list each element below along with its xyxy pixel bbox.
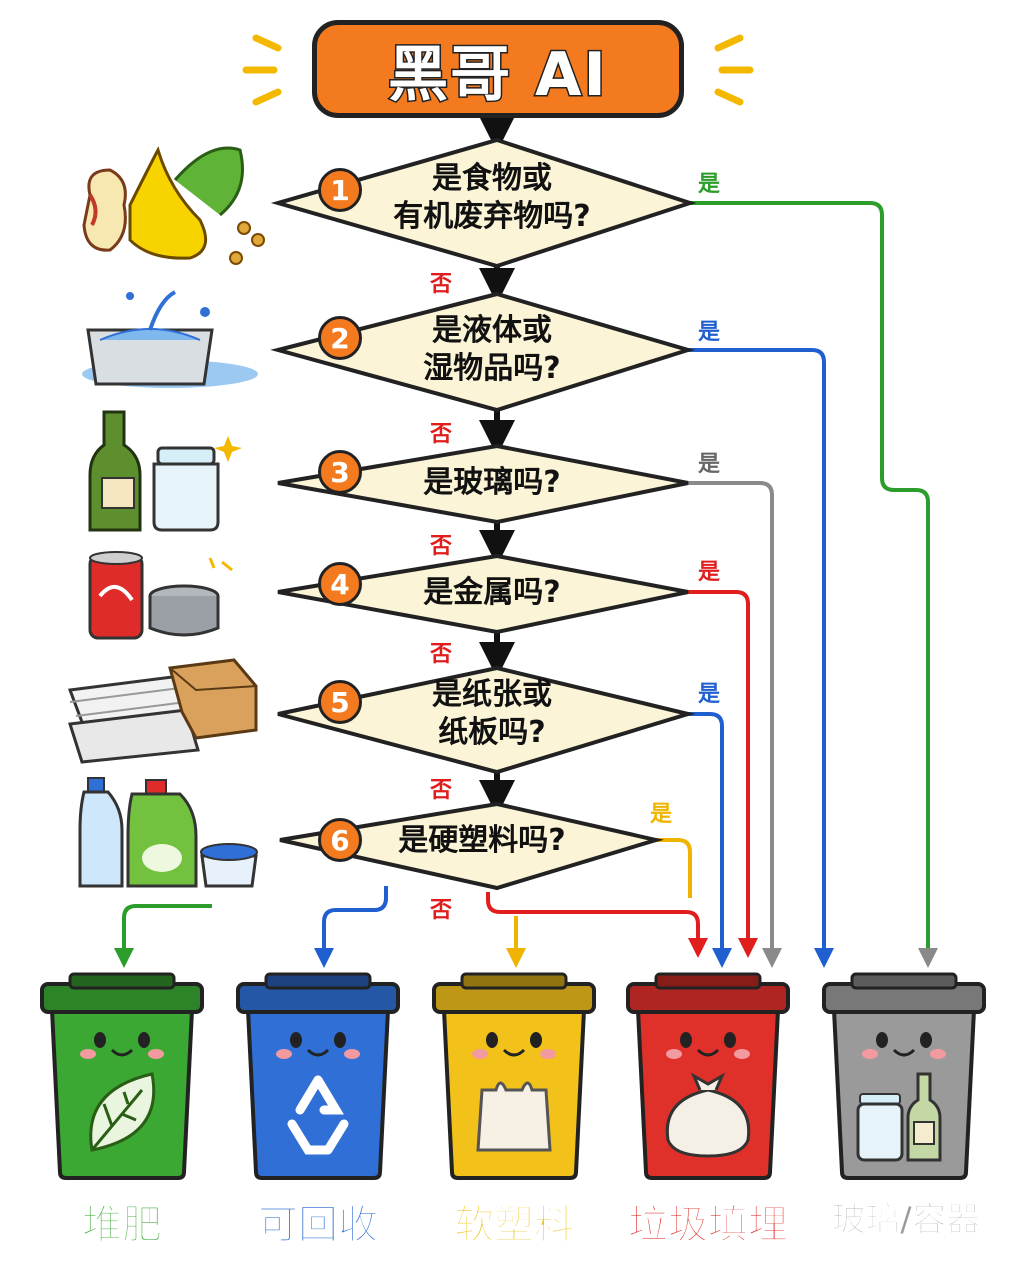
yes-arrow-1 (690, 201, 938, 968)
step-number-4: 4 (318, 562, 362, 606)
no-label-2: 否 (430, 422, 453, 447)
bin-2 (236, 972, 400, 1180)
bin-label-glass: 玻璃/容器 (831, 1200, 981, 1241)
bin-handle (264, 972, 372, 990)
bin-1 (40, 972, 204, 1180)
glass-items-illustration (88, 410, 242, 532)
yes-arrow-3 (688, 481, 782, 968)
bin-eye (530, 1032, 542, 1048)
bin-eye (94, 1032, 106, 1048)
bin-label-recycle: 可回收 (258, 1202, 379, 1249)
bin-handle (654, 972, 762, 990)
plastic-bag-icon (476, 1081, 552, 1152)
bin-handle (850, 972, 958, 990)
wet-tray-illustration (82, 290, 258, 388)
bin-smile (696, 1048, 720, 1057)
step-number-3: 3 (318, 450, 362, 494)
yes-label-5: 是 (698, 682, 721, 707)
yes-arrow-2 (688, 348, 834, 968)
bins-layer (40, 972, 986, 1180)
question-text-1: 是食物或 有机废弃物吗? (393, 161, 591, 234)
no-label-1: 否 (430, 272, 453, 297)
food-waste-illustration (82, 146, 265, 265)
bin-eye (290, 1032, 302, 1048)
bin-eye (724, 1032, 736, 1048)
bin-cheek (344, 1049, 360, 1059)
bin-cheek (80, 1049, 96, 1059)
question-text-3: 是玻璃吗? (423, 465, 561, 500)
title-banner: 黑哥 AI (312, 20, 684, 118)
bin-5 (822, 972, 986, 1180)
bin-eye (680, 1032, 692, 1048)
bin-cheek (276, 1049, 292, 1059)
leaf-icon (89, 1072, 156, 1152)
yes-label-4: 是 (698, 560, 721, 585)
route-to-landfill (486, 892, 708, 958)
step-number-1: 1 (318, 168, 362, 212)
bin-cheek (472, 1049, 488, 1059)
yes-label-1: 是 (698, 172, 721, 197)
bin-handle (68, 972, 176, 990)
yes-arrow-4 (688, 590, 758, 958)
bin-smile (306, 1048, 330, 1057)
bin-eye (138, 1032, 150, 1048)
bin-eye (334, 1032, 346, 1048)
question-text-6: 是硬塑料吗? (398, 823, 566, 858)
glass-jar-icon (856, 1072, 942, 1162)
no-label-5: 否 (430, 778, 453, 803)
bin-eye (486, 1032, 498, 1048)
route-to-compost (114, 904, 212, 968)
bin-smile (110, 1048, 134, 1057)
step-number-5: 5 (318, 680, 362, 724)
bin-eye (876, 1032, 888, 1048)
trash-bag-icon (665, 1072, 751, 1158)
metal-items-illustration (88, 551, 233, 640)
route-to-recycle (314, 886, 388, 968)
bin-cheek (148, 1049, 164, 1059)
bin-smile (502, 1048, 526, 1057)
bin-label-soft-plastic: 软塑料 (454, 1202, 575, 1249)
bin-label-landfill: 垃圾填埋 (628, 1202, 789, 1249)
bin-3 (432, 972, 596, 1180)
question-text-5: 是纸张或 纸板吗? (432, 677, 552, 750)
bin-body (831, 1008, 977, 1180)
step-number-6: 6 (318, 818, 362, 862)
bin-smile (892, 1048, 916, 1057)
bin-4 (626, 972, 790, 1180)
bin-cheek (930, 1049, 946, 1059)
no-label-3: 否 (430, 534, 453, 559)
no-label-6: 否 (430, 898, 453, 923)
yes-arrow-6 (656, 838, 692, 898)
no-label-4: 否 (430, 642, 453, 667)
yes-label-6: 是 (650, 802, 673, 827)
bin-cheek (666, 1049, 682, 1059)
title-sparkles (242, 34, 754, 106)
yes-arrow-5 (688, 712, 732, 968)
question-text-2: 是液体或 湿物品吗? (423, 313, 561, 386)
bin-eye (920, 1032, 932, 1048)
recycle-icon (287, 1075, 349, 1155)
title-text: 黑哥 AI (387, 38, 608, 111)
bin-cheek (862, 1049, 878, 1059)
bin-cheek (734, 1049, 750, 1059)
yes-label-2: 是 (698, 320, 721, 345)
yes-label-3: 是 (698, 452, 721, 477)
hard-plastic-illustration (78, 777, 258, 888)
question-text-4: 是金属吗? (423, 575, 561, 610)
decision-diamonds (270, 137, 697, 891)
paper-items-illustration (67, 658, 258, 764)
bin-label-compost: 堆肥 (82, 1202, 163, 1249)
bin-cheek (540, 1049, 556, 1059)
bin-handle (460, 972, 568, 990)
step-number-2: 2 (318, 316, 362, 360)
